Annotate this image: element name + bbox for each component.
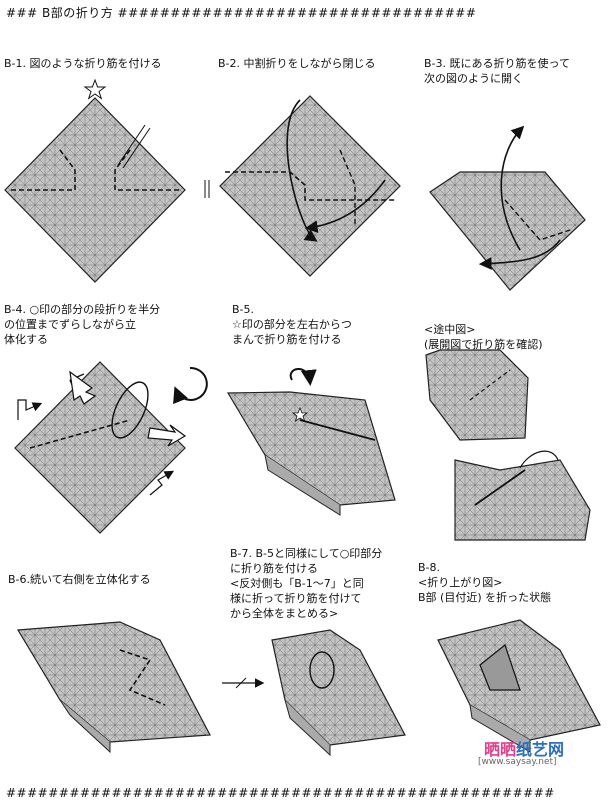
midway-label: <途中図> (展開図で折り筋を確認) bbox=[424, 323, 543, 351]
step-b8-label: B-8. <折り上がり図> B部 (目付近) を折った状態 bbox=[418, 561, 552, 604]
star-mark-icon bbox=[83, 78, 107, 100]
step-b4-label: B-4. ○印の部分の段折りを半分 の位置までずらしながら立 体化する bbox=[4, 303, 161, 346]
figure-b4 bbox=[14, 361, 208, 534]
step-b5-label: B-5. ☆印の部分を左右からつ まんで折り筋を付ける bbox=[232, 303, 352, 346]
watermark-url: [www.saysay.net] bbox=[478, 757, 557, 767]
figure-midway bbox=[425, 349, 591, 541]
step-b7-label: B-7. B-5と同様にして○印部分 に折り筋を付ける <反対側も「B-1〜7」… bbox=[230, 547, 383, 620]
step-b2-label: B-2. 中割折りをしながら閉じる bbox=[218, 57, 376, 70]
watermark-brand: 晒晒纸艺网 bbox=[484, 740, 565, 759]
star-mark-icon bbox=[291, 406, 309, 422]
figure-b7 bbox=[222, 629, 406, 757]
step-b3-label: B-3. 既にある折り筋を使って 次の図のように開く bbox=[424, 57, 570, 85]
page-footer: ########################################… bbox=[6, 786, 555, 800]
figure-b6 bbox=[16, 621, 211, 754]
step-b6-label: B-6.続いて右側を立体化する bbox=[8, 573, 151, 586]
figure-b1 bbox=[4, 78, 210, 283]
figure-b5 bbox=[226, 368, 396, 516]
figure-b3 bbox=[429, 125, 586, 291]
figure-b2 bbox=[219, 95, 401, 277]
figure-b8 bbox=[437, 619, 601, 753]
page-header: ### B部の折り方 #############################… bbox=[6, 6, 477, 20]
step-b1-label: B-1. 図のような折り筋を付ける bbox=[4, 57, 162, 70]
